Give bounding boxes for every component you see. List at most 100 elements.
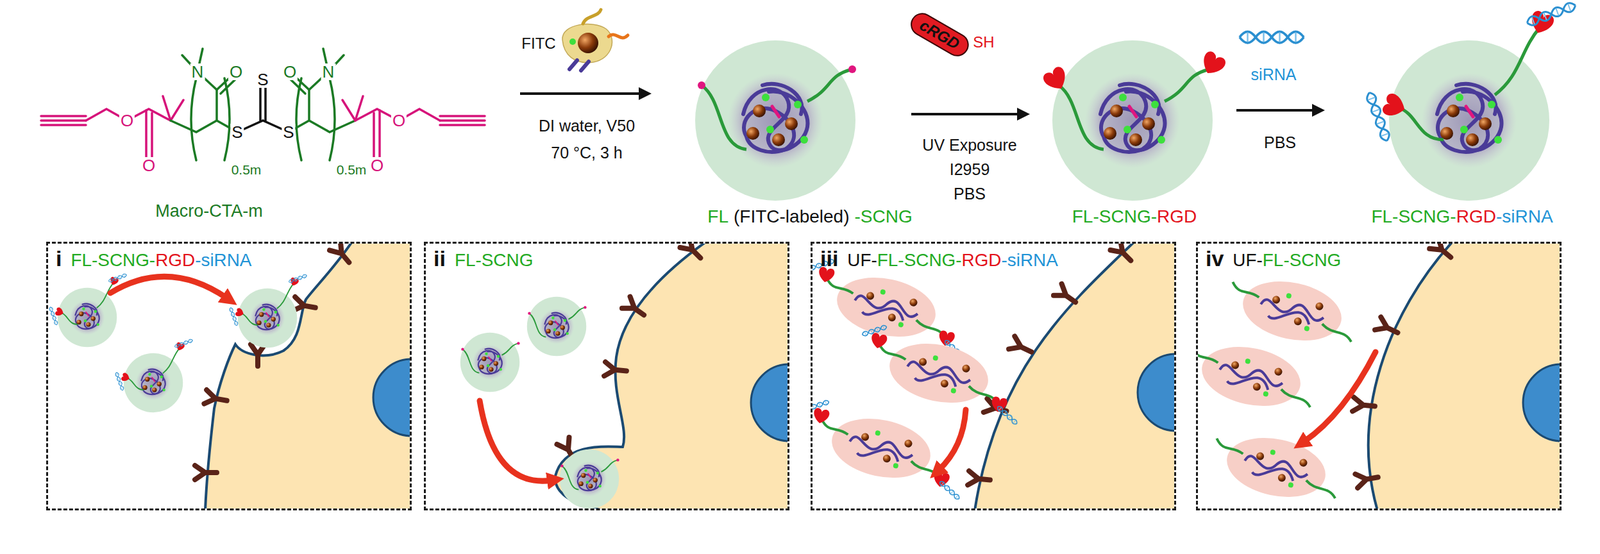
caption: FL-SCNG-RGD bbox=[1072, 206, 1197, 228]
atom-label: O bbox=[141, 157, 157, 174]
pill-text: cRGD bbox=[917, 16, 963, 53]
panel-title-part: FL-SCNG bbox=[1262, 250, 1341, 271]
panel-iii-art-part bbox=[812, 243, 1175, 509]
panel-title-part: RGD bbox=[961, 250, 1002, 271]
fitc-label: FITC bbox=[521, 34, 556, 53]
atom-label: O bbox=[369, 157, 385, 174]
panel-iii-art bbox=[791, 239, 1180, 511]
panel-iii-art-part bbox=[1053, 284, 1080, 309]
trithiocarbonate bbox=[237, 82, 289, 133]
panel-iii-art-part bbox=[974, 243, 1175, 509]
caption-part: FL-SCNG- bbox=[1072, 206, 1157, 228]
atom-label: S bbox=[230, 123, 244, 141]
panel-iii-art-part bbox=[938, 409, 966, 471]
reaction-arrow bbox=[1236, 109, 1315, 112]
propargyl-ester-left bbox=[41, 96, 184, 161]
panel-i-art-part bbox=[373, 359, 410, 437]
dashed-panel: iiiUF-FL-SCNG-RGD-siRNA bbox=[810, 241, 1177, 511]
propargyl-ester-right-part bbox=[373, 110, 380, 161]
sirna-icon bbox=[1239, 31, 1304, 43]
thiol-label: SH bbox=[972, 33, 994, 52]
caption-part: -SCNG bbox=[854, 206, 912, 228]
panel-title-part: -siRNA bbox=[194, 250, 252, 271]
atom-label: N bbox=[190, 63, 206, 81]
panel-title-part: RGD bbox=[155, 250, 195, 271]
condition-text: I2959 bbox=[949, 160, 991, 179]
reaction-arrow bbox=[520, 92, 642, 95]
atom-label: N bbox=[321, 63, 337, 81]
panel-title-part: FL-SCNG- bbox=[877, 250, 962, 271]
condition-text: DI water, V50 bbox=[538, 116, 635, 136]
subscript-label: 0.5m bbox=[335, 162, 369, 177]
atom-label: O bbox=[119, 112, 135, 129]
panel-iii-art-part bbox=[849, 320, 1033, 426]
atom-label: S bbox=[281, 123, 295, 141]
panel-iv-art-part bbox=[1207, 426, 1345, 509]
atom-label: O bbox=[282, 63, 298, 81]
caption-part: (FITC-labeled) bbox=[733, 206, 850, 228]
condition-text: UV Exposure bbox=[922, 135, 1017, 155]
panel-ii-art-part bbox=[460, 332, 521, 393]
subscript-label: 0.5m bbox=[230, 162, 263, 177]
atom-label: O bbox=[228, 63, 244, 81]
panel-ii-art-part bbox=[555, 243, 788, 509]
propargyl-ester-left-part bbox=[146, 110, 152, 161]
panel-i-art-part bbox=[228, 273, 308, 348]
panel-ii-art-part bbox=[527, 296, 587, 357]
panel-i-art-part bbox=[194, 465, 217, 480]
fitc-particle-icon bbox=[562, 9, 628, 63]
panel-ii-art-part bbox=[604, 361, 628, 378]
propargyl-ester-left-part bbox=[41, 116, 86, 126]
caption-part: RGD bbox=[1456, 206, 1497, 228]
peptide-pill: cRGD bbox=[906, 8, 973, 61]
panel-iv-art-part bbox=[1223, 269, 1361, 353]
panel-heading: iiiUF-FL-SCNG-RGD-siRNA bbox=[812, 243, 1175, 274]
panel-title-part: -siRNA bbox=[1001, 250, 1059, 271]
panel-number: iv bbox=[1205, 246, 1224, 272]
panel-title-part: UF- bbox=[1232, 250, 1263, 271]
panel-iv-art-part bbox=[1374, 316, 1401, 339]
caption: FL-SCNG-RGD-siRNA bbox=[1371, 206, 1553, 228]
caption-part: FL-SCNG- bbox=[1371, 206, 1456, 228]
panel-iii-art-part bbox=[1137, 353, 1175, 431]
panel-iv-art-part bbox=[1368, 243, 1560, 509]
panel-number: ii bbox=[433, 246, 446, 272]
panel-i-art-part bbox=[114, 338, 194, 413]
compound-name: Macro-CTA-m bbox=[155, 201, 263, 222]
fitc-particle-icon-part bbox=[608, 34, 628, 38]
fitc-particle-icon-part bbox=[562, 24, 613, 63]
polymer-block-left-part bbox=[170, 120, 238, 133]
caption-part: -siRNA bbox=[1496, 206, 1554, 228]
panel-iv-art-part bbox=[1429, 243, 1456, 263]
polymer-block-left-part bbox=[182, 48, 217, 90]
panel-iii-art-part bbox=[1008, 336, 1035, 358]
propargyl-ester-left-part bbox=[162, 96, 184, 121]
sirna-label: siRNA bbox=[1251, 65, 1297, 85]
panel-iv-art-part bbox=[1352, 396, 1376, 413]
panel-heading: iFL-SCNG-RGD-siRNA bbox=[48, 243, 410, 274]
panel-i-art-part bbox=[205, 243, 410, 509]
condition-text: PBS bbox=[1263, 133, 1297, 152]
fitc-particle-icon-part bbox=[582, 9, 601, 24]
caption-part: RGD bbox=[1156, 206, 1197, 228]
panel-i-art-part bbox=[329, 243, 355, 267]
panel-ii-art-part bbox=[479, 400, 553, 481]
nanogel bbox=[695, 40, 857, 201]
panel-iv-art-part bbox=[1355, 470, 1379, 489]
caption-part: FL bbox=[707, 206, 729, 228]
panel-iii-art-part bbox=[967, 470, 991, 487]
initiator-icon bbox=[569, 60, 589, 71]
nanogel-rgd-sirna bbox=[1365, 1, 1577, 201]
panel-i-art-part bbox=[250, 344, 265, 367]
panel-i-art bbox=[48, 241, 415, 511]
propargyl-ester-right bbox=[342, 96, 485, 161]
panel-heading: iiFL-SCNG bbox=[425, 243, 788, 274]
panel-number: iii bbox=[820, 246, 839, 272]
panel-number: i bbox=[55, 246, 62, 272]
condition-text: 70 °C, 3 h bbox=[550, 143, 623, 163]
panel-ii-art-part bbox=[460, 243, 788, 509]
dashed-panel: iv UF-FL-SCNG bbox=[1195, 241, 1562, 511]
panel-iv-art-part bbox=[1303, 352, 1376, 442]
